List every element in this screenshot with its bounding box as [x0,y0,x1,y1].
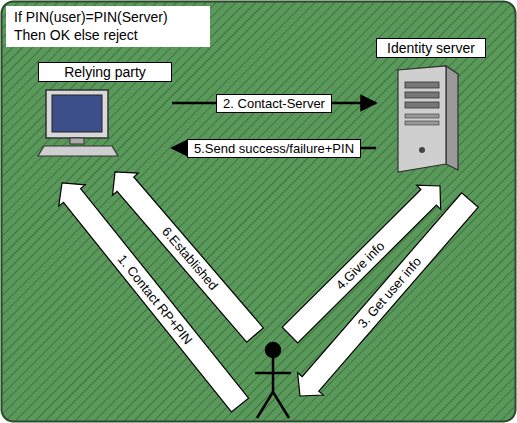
identity-server: Identity server [376,38,486,180]
edge-label: 5.Send success/failure+PIN [187,139,361,158]
computer-icon [38,90,118,156]
block-arrow [287,189,483,407]
note-box: If PIN(user)=PIN(Server) Then OK else re… [6,6,210,47]
block-arrow [102,161,268,346]
user-figure [255,343,291,418]
note-text: If PIN(user)=PIN(Server) Then OK else re… [6,6,210,47]
node-title: Relying party [38,62,172,82]
server-icon [398,66,458,172]
edge-label: 2. Contact-Server [216,94,332,113]
relying-party: Relying party [38,62,172,166]
node-title: Identity server [376,38,486,58]
